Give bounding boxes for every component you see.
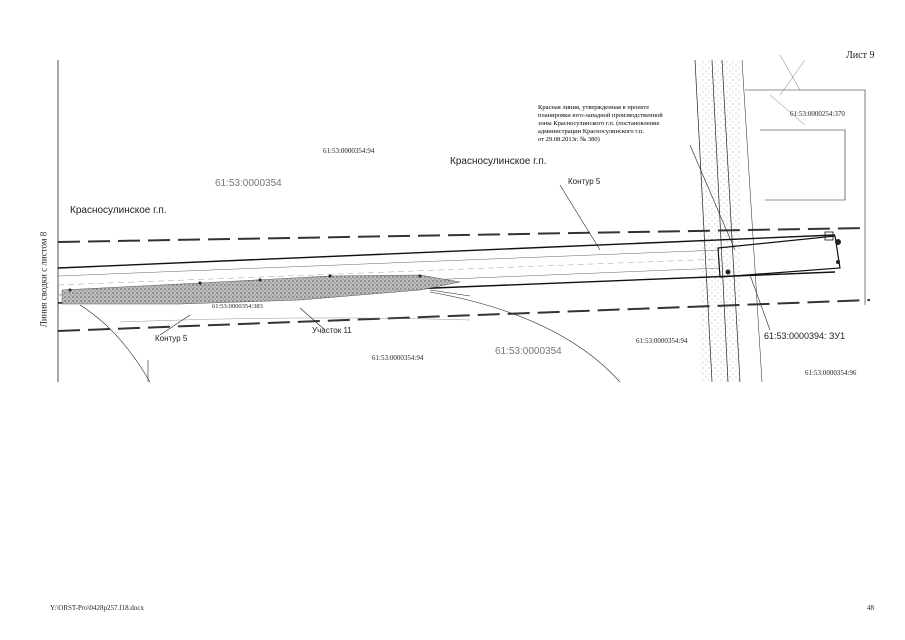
gp-label-right: Красносулинское г.п.: [450, 156, 547, 167]
hatched-strip: [61, 274, 461, 305]
contour-label: Контур 5: [568, 177, 601, 186]
gp-label-left: Красносулинское г.п.: [70, 205, 167, 216]
parcel-label: 61:53:0000354:383: [212, 303, 263, 310]
note-line: администрации Красносулинского г.п.: [538, 128, 644, 135]
note-line: планировки юго-западной производственной: [538, 112, 663, 119]
parcel-label: 61:53:0000354:96: [805, 369, 857, 377]
note-line: от 29.08.2013г. № 380): [538, 136, 600, 143]
section-label: Участок 11: [312, 326, 352, 335]
note-line: Красная линия, утвержденная в проекте: [538, 104, 650, 111]
red-line-bottom: [57, 299, 871, 332]
parcel-block-label: 61:53:0000354: [495, 346, 562, 357]
match-line-label: Линия сводки с листом 8: [38, 231, 49, 328]
footer-path: Y:\ORST-Pro\0428p257.f18.docx: [50, 604, 144, 612]
page-number: 48: [867, 604, 874, 612]
parcel-label: 61:53:0000254:370: [790, 110, 845, 118]
sheet-number: Лист 9: [846, 50, 875, 61]
red-line-top: [57, 227, 866, 243]
parcel-label: 61:53:0000354:94: [636, 337, 688, 345]
parcel-label: 61:53:0000354:94: [372, 354, 424, 362]
zu1-label: 61:53:0000394: ЗУ1: [764, 331, 846, 341]
parcel-block-label: 61:53:0000354: [215, 178, 282, 189]
zu1-polygon: [717, 235, 841, 278]
note-line: зоны Красносулинского г.п. (постановлени…: [538, 120, 660, 127]
parcel-label: 61:53:0000354:94: [323, 147, 375, 155]
red-line-note: Красная линия, утвержденная в проекте пл…: [538, 104, 663, 144]
contour-label: Контур 5: [155, 334, 188, 343]
